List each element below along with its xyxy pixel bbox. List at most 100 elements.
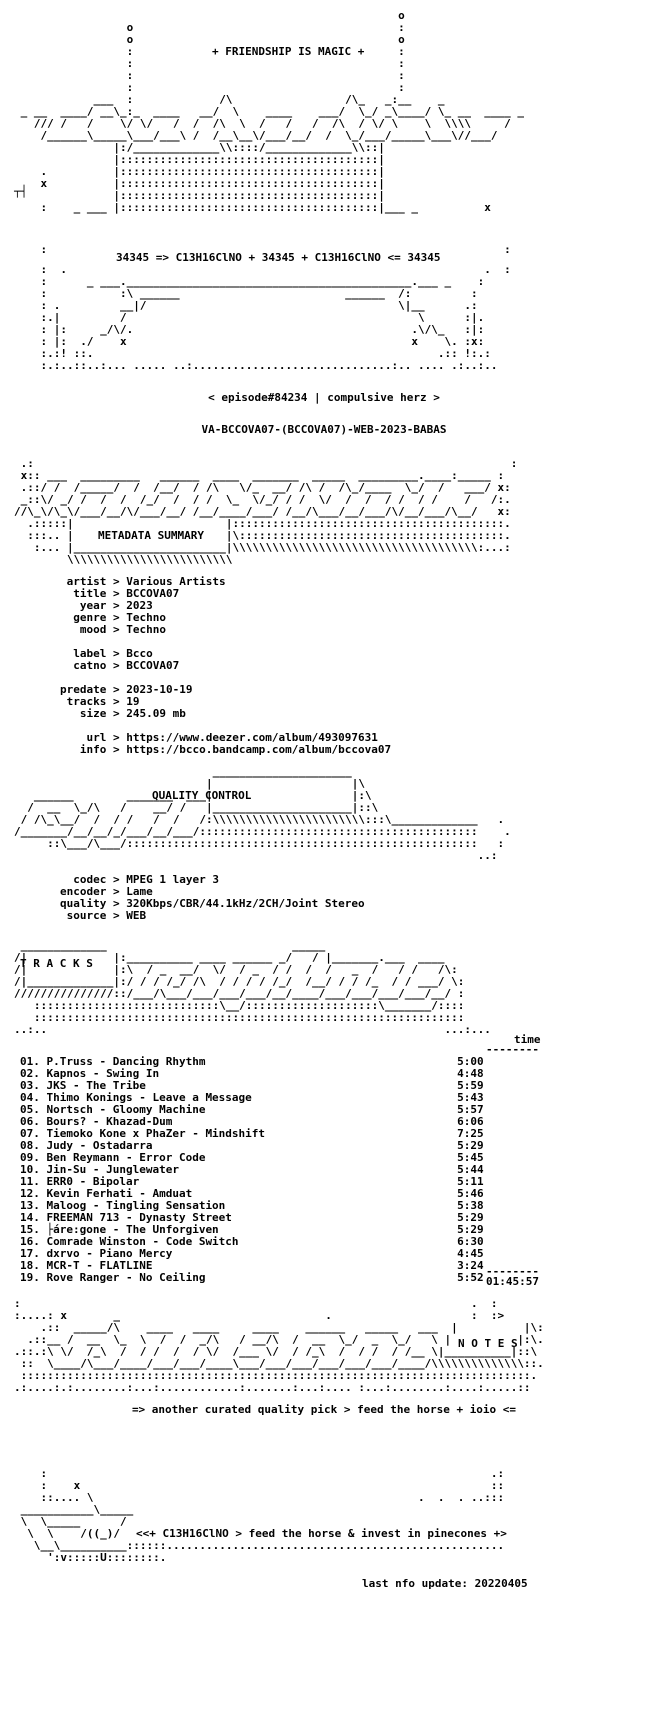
field-key: encoder bbox=[60, 885, 107, 898]
field-value: Lame bbox=[126, 885, 153, 898]
track-number: 14. bbox=[20, 1211, 40, 1224]
field-row: quality > 320Kbps/CBR/44.1kHz/2CH/Joint … bbox=[60, 897, 365, 910]
field-row: tracks > 19 bbox=[60, 695, 140, 708]
track-title: FREEMAN 713 - Dynasty Street bbox=[39, 1211, 232, 1224]
track-title: Tiemoko Kone x PhaZer - Mindshift bbox=[39, 1127, 266, 1140]
field-value[interactable]: https://bcco.bandcamp.com/album/bccova07 bbox=[126, 743, 392, 756]
track-title: Bours? - Khazad-Dum bbox=[39, 1115, 173, 1128]
notes-text: => another curated quality pick > feed t… bbox=[131, 1403, 517, 1416]
tee-glyph: ┬┤ bbox=[14, 185, 28, 198]
time-header: time bbox=[514, 1033, 541, 1046]
field-key: catno bbox=[60, 659, 107, 672]
notes-header-art: : . : :....: x _ . : :> .:: _____/\ ____… bbox=[14, 1297, 544, 1394]
track-time: 5:46 bbox=[457, 1187, 484, 1200]
field-value: BCCOVA07 bbox=[126, 659, 180, 672]
track-time: 5:43 bbox=[457, 1091, 484, 1104]
field-key: genre bbox=[60, 611, 107, 624]
last-update: last nfo update: 20220405 bbox=[362, 1577, 528, 1590]
track-title: P.Truss - Dancing Rhythm bbox=[39, 1055, 206, 1068]
footer-art-bottom: \__\__________::::::....................… bbox=[33, 1539, 505, 1564]
track-row: 04. Thimo Konings - Leave a Message 5:43 bbox=[20, 1092, 484, 1104]
track-time: 5:57 bbox=[457, 1103, 484, 1116]
track-row: 02. Kapnos - Swing In 4:48 bbox=[20, 1068, 484, 1080]
field-value: Techno bbox=[126, 623, 166, 636]
track-row: 17. dxrvo - Piano Mercy 4:45 bbox=[20, 1248, 484, 1260]
field-value: MPEG 1 layer 3 bbox=[126, 873, 219, 886]
top-logo-art: o o : o o : : : bbox=[20, 9, 524, 214]
metadata-header-art: .: : x:: ___ _________ ______ ____ _____… bbox=[14, 457, 518, 566]
track-time: 4:45 bbox=[457, 1247, 484, 1260]
field-key: tracks bbox=[60, 695, 107, 708]
track-number: 02. bbox=[20, 1067, 40, 1080]
field-value: 2023-10-19 bbox=[126, 683, 193, 696]
footer-message: <<+ C13H16ClNO > feed the horse & invest… bbox=[136, 1527, 507, 1540]
notes-title: N O T E S bbox=[458, 1337, 518, 1350]
tracks-header-art: _____________ _____ /| |:__________ ____… bbox=[14, 939, 491, 1036]
field-key: size bbox=[60, 707, 107, 720]
track-row: 07. Tiemoko Kone x PhaZer - Mindshift 7:… bbox=[20, 1128, 484, 1140]
field-row: artist > Various Artists bbox=[60, 575, 226, 588]
track-number: 09. bbox=[20, 1151, 40, 1164]
field-row: predate > 2023-10-19 bbox=[60, 683, 193, 696]
tracks-title: T R A C K S bbox=[20, 957, 93, 970]
total-underline: -------- bbox=[486, 1265, 539, 1278]
track-title: Jin-Su - Junglewater bbox=[39, 1163, 179, 1176]
track-time: 5:29 bbox=[450, 1223, 484, 1236]
track-title: Nortsch - Gloomy Machine bbox=[39, 1103, 206, 1116]
track-time: 5:29 bbox=[457, 1139, 484, 1152]
header-title: + FRIENDSHIP IS MAGIC + bbox=[212, 45, 365, 58]
track-time: 6:30 bbox=[457, 1235, 484, 1248]
track-number: 17. bbox=[20, 1247, 40, 1260]
track-time: 5:44 bbox=[457, 1163, 484, 1176]
track-time: 5:59 bbox=[457, 1079, 484, 1092]
track-row: 16. Comrade Winston - Code Switch 6:30 bbox=[20, 1236, 484, 1248]
track-row: 08. Judy - Ostadarra 5:29 bbox=[20, 1140, 484, 1152]
track-time: 5:29 bbox=[457, 1211, 484, 1224]
field-row: codec > MPEG 1 layer 3 bbox=[60, 873, 219, 886]
field-key: mood bbox=[60, 623, 107, 636]
track-number: 05. bbox=[20, 1103, 40, 1116]
field-value: Bcco bbox=[126, 647, 153, 660]
track-row: 10. Jin-Su - Junglewater 5:44 bbox=[20, 1164, 484, 1176]
track-number: 04. bbox=[20, 1091, 40, 1104]
field-key: info bbox=[60, 743, 107, 756]
field-row: size > 245.09 mb bbox=[60, 707, 186, 720]
field-row: catno > BCCOVA07 bbox=[60, 659, 180, 672]
track-title: Ben Reymann - Error Code bbox=[39, 1151, 206, 1164]
field-row: title > BCCOVA07 bbox=[60, 587, 180, 600]
field-value: 2023 bbox=[126, 599, 153, 612]
track-title: Maloog - Tingling Sensation bbox=[39, 1199, 226, 1212]
track-number: 01. bbox=[20, 1055, 40, 1068]
track-row: 12. Kevin Ferhati - Amduat 5:46 bbox=[20, 1188, 484, 1200]
track-title: Thimo Konings - Leave a Message bbox=[39, 1091, 252, 1104]
track-title: Comrade Winston - Code Switch bbox=[39, 1235, 239, 1248]
field-value: 245.09 mb bbox=[126, 707, 186, 720]
field-value: Techno bbox=[126, 611, 166, 624]
track-title: dxrvo - Piano Mercy bbox=[39, 1247, 173, 1260]
field-value: WEB bbox=[126, 909, 147, 922]
track-row: 19. Rove Ranger - No Ceiling 5:52 bbox=[20, 1272, 484, 1284]
track-time: 3:24 bbox=[457, 1259, 484, 1272]
field-value: Various Artists bbox=[126, 575, 226, 588]
time-header-underline: -------- bbox=[486, 1043, 539, 1056]
track-number: 06. bbox=[20, 1115, 40, 1128]
field-value[interactable]: https://www.deezer.com/album/493097631 bbox=[126, 731, 378, 744]
track-title: MCR-T - FLATLINE bbox=[39, 1259, 153, 1272]
track-time: 5:52 bbox=[457, 1271, 484, 1284]
track-number: 13. bbox=[20, 1199, 40, 1212]
track-title: Rove Ranger - No Ceiling bbox=[39, 1271, 206, 1284]
track-title: ERR0 - Bipolar bbox=[39, 1175, 140, 1188]
track-number: 11. bbox=[20, 1175, 40, 1188]
release-name: VA-BCCOVA07-(BCCOVA07)-WEB-2023-BABAS bbox=[201, 423, 447, 436]
footer-art: : .: : x :: ::.... \ bbox=[20, 1467, 505, 1540]
track-number: 12. bbox=[20, 1187, 40, 1200]
metadata-title: METADATA SUMMARY bbox=[98, 529, 204, 542]
track-row: 03. JKS - The Tribe 5:59 bbox=[20, 1080, 484, 1092]
field-key: codec bbox=[60, 873, 107, 886]
track-title: Kapnos - Swing In bbox=[39, 1067, 160, 1080]
track-number: 18. bbox=[20, 1259, 40, 1272]
metadata-fields: artist > Various Artists title > BCCOVA0… bbox=[60, 576, 391, 756]
